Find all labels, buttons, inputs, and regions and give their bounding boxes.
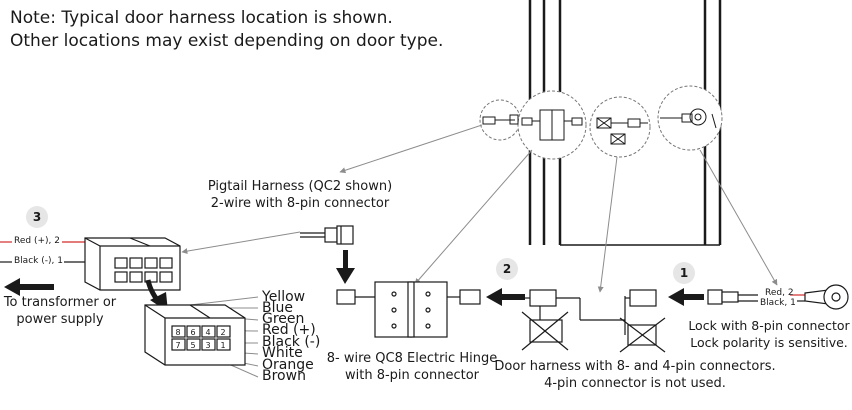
hinge-label-2: with 8-pin connector bbox=[344, 368, 480, 383]
lock-connector bbox=[707, 289, 758, 305]
door-harness-label-1: Door harness with 8- and 4-pin connector… bbox=[494, 359, 776, 374]
lock-label-2: Lock polarity is sensitive. bbox=[690, 335, 848, 350]
pin-bottom-1: 1 bbox=[220, 341, 225, 350]
power-arrow bbox=[4, 278, 54, 296]
lock-black-wire-label: Black, 1 bbox=[760, 298, 796, 308]
note-line-1: Note: Typical door harness location is s… bbox=[10, 8, 393, 28]
wire-color-orange: Orange bbox=[262, 357, 314, 373]
wire-color-brown: Brown bbox=[262, 368, 306, 384]
pin-top-6: 6 bbox=[190, 328, 195, 337]
pin-top-8: 8 bbox=[175, 328, 180, 337]
pin-connector bbox=[144, 304, 246, 366]
wire-color-red: Red (+) bbox=[262, 322, 316, 338]
pigtail-label-1: Pigtail Harness (QC2 shown) bbox=[207, 179, 393, 194]
wire-color-blue: Blue bbox=[262, 300, 293, 316]
wire-color-green: Green bbox=[262, 311, 305, 327]
step-badge-1: 1 bbox=[673, 262, 695, 284]
pin-bottom-7: 7 bbox=[175, 341, 180, 350]
wire-color-white: White bbox=[262, 345, 303, 361]
circle-details bbox=[482, 108, 717, 145]
power-connector bbox=[84, 237, 181, 291]
lock-handle bbox=[804, 284, 849, 310]
pigtail-connector bbox=[300, 225, 354, 245]
pin-bottom-3: 3 bbox=[205, 341, 210, 350]
lock-red-wire-label: Red, 2 bbox=[765, 288, 794, 298]
leader-lines bbox=[159, 124, 778, 378]
hinge bbox=[336, 281, 481, 338]
power-label-2: power supply bbox=[16, 312, 104, 327]
power-black-wire-label: Black (-), 1 bbox=[14, 256, 63, 266]
lock-wires bbox=[790, 294, 805, 302]
pin-top-2: 2 bbox=[220, 328, 225, 337]
pin-top-4: 4 bbox=[205, 328, 210, 337]
step-badge-2: 2 bbox=[496, 258, 518, 280]
lock-label-1: Lock with 8-pin connector bbox=[688, 318, 850, 333]
pigtail-label-2: 2-wire with 8-pin connector bbox=[210, 196, 390, 211]
step-badge-3: 3 bbox=[26, 206, 48, 228]
power-red-wire-label: Red (+), 2 bbox=[14, 236, 60, 246]
pin-bottom-5: 5 bbox=[190, 341, 195, 350]
door-harness-label-2: 4-pin connector is not used. bbox=[544, 376, 726, 391]
power-wires bbox=[0, 241, 85, 263]
arrow-2 bbox=[486, 288, 525, 306]
arrow-1 bbox=[668, 288, 704, 306]
power-label-1: To transformer or bbox=[3, 295, 117, 310]
note-line-2: Other locations may exist depending on d… bbox=[10, 31, 444, 51]
door-harness bbox=[521, 289, 666, 353]
hinge-label-1: 8- wire QC8 Electric Hinge bbox=[326, 351, 498, 366]
down-arrow bbox=[336, 250, 355, 284]
wire-color-black: Black (-) bbox=[262, 334, 321, 350]
pin-numbers: 8 6 4 2 7 5 3 1 bbox=[175, 328, 225, 350]
wire-color-yellow: Yellow bbox=[262, 289, 306, 305]
